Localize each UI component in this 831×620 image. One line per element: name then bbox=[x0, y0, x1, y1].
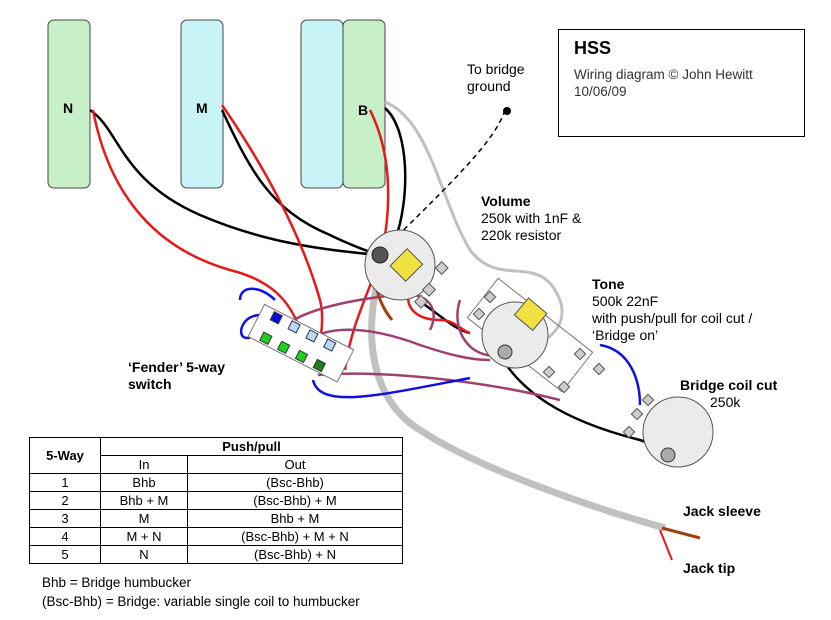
table-row: 5 N (Bsc-Bhb) + N bbox=[29, 545, 403, 564]
tone-label: Tone 500k 22nF with push/pull for coil c… bbox=[592, 276, 752, 344]
to-bridge-line-2: ground bbox=[467, 78, 511, 94]
header-in: In bbox=[100, 455, 188, 474]
table-row: 4 M + N (Bsc-Bhb) + M + N bbox=[29, 527, 403, 546]
ground-dashed-line bbox=[377, 109, 506, 256]
blue-wire-tone bbox=[599, 343, 642, 406]
tone-lug-2 bbox=[472, 307, 486, 321]
jack-sleeve-label: Jack sleeve bbox=[683, 503, 761, 519]
neck-black-wire bbox=[89, 108, 379, 257]
purple-wire-3 bbox=[317, 372, 561, 402]
volume-title: Volume bbox=[481, 193, 531, 209]
volume-label: Volume 250k with 1nF & 220k resistor bbox=[481, 193, 581, 244]
table-row: 2 Bhb + M (Bsc-Bhb) + M bbox=[29, 491, 403, 510]
footnote-1: Bhb = Bridge humbucker bbox=[42, 575, 191, 590]
tone-lug-5 bbox=[573, 347, 587, 361]
bridge-ground-point bbox=[503, 107, 511, 115]
bridge-pickup-label: B bbox=[358, 102, 369, 118]
jack-cable bbox=[368, 258, 666, 532]
tone-lug-4 bbox=[557, 380, 571, 394]
row-in: N bbox=[100, 545, 188, 564]
row-way: 1 bbox=[29, 473, 101, 492]
tone-title: Tone bbox=[592, 276, 625, 292]
blue-wire-switch-out bbox=[311, 376, 471, 399]
tone-to-coilcut-black bbox=[498, 354, 669, 457]
volume-lug-2 bbox=[421, 282, 437, 297]
row-in: M bbox=[100, 509, 188, 528]
middle-pickup bbox=[180, 19, 224, 189]
coilcut-pot bbox=[642, 396, 714, 468]
coilcut-lug-1 bbox=[641, 393, 655, 407]
jack-tip-wire bbox=[659, 529, 673, 561]
volume-lug-1 bbox=[434, 260, 449, 276]
coilcut-value: 250k bbox=[710, 394, 741, 410]
to-bridge-label: To bridge ground bbox=[467, 61, 525, 95]
row-way: 3 bbox=[29, 509, 101, 528]
neck-pickup bbox=[47, 19, 91, 189]
tone-lug-6 bbox=[592, 362, 606, 376]
coilcut-pot-shaft bbox=[660, 447, 676, 463]
row-in: M + N bbox=[100, 527, 188, 546]
volume-spec-1: 250k with 1nF & bbox=[481, 210, 582, 226]
middle-pickup-label: M bbox=[196, 100, 208, 116]
row-in: Bhb bbox=[100, 473, 188, 492]
row-way: 5 bbox=[29, 545, 101, 564]
coilcut-lug-3 bbox=[622, 425, 636, 439]
tone-capacitor bbox=[513, 297, 548, 332]
tone-pot-shaft bbox=[497, 344, 513, 360]
tone-spec-1: 500k 22nF bbox=[592, 293, 659, 309]
tone-spec-2: with push/pull for coil cut / bbox=[592, 310, 753, 326]
switch-label-2: switch bbox=[128, 376, 172, 392]
switch-positions-table: 5-Way Push/pull In Out 1 Bhb (Bsc-Bhb) 2… bbox=[29, 437, 403, 564]
five-way-switch bbox=[247, 303, 355, 383]
coilcut-lug-2 bbox=[630, 407, 644, 421]
volume-lug-3 bbox=[413, 294, 429, 309]
coilcut-title: Bridge coil cut bbox=[680, 377, 778, 393]
row-in: Bhb + M bbox=[100, 491, 188, 510]
table-row: 1 Bhb (Bsc-Bhb) bbox=[29, 473, 403, 492]
row-out: Bhb + M bbox=[187, 509, 403, 528]
neck-red-wire bbox=[91, 109, 302, 331]
blue-wire-loop bbox=[238, 287, 276, 301]
tone-spec-3: ‘Bridge on’ bbox=[592, 327, 659, 343]
title-box: HSS Wiring diagram © John Hewitt 10/06/0… bbox=[558, 29, 805, 137]
purple-wire-2 bbox=[299, 328, 491, 362]
bridge-pickup-coil-b bbox=[342, 19, 386, 189]
header-5way: 5-Way bbox=[29, 437, 101, 474]
volume-capacitor bbox=[389, 248, 424, 282]
row-way: 2 bbox=[29, 491, 101, 510]
jack-sleeve-wire bbox=[661, 526, 701, 540]
row-out: (Bsc-Bhb) + M + N bbox=[187, 527, 403, 546]
row-way: 4 bbox=[29, 527, 101, 546]
subtitle-line-2: 10/06/09 bbox=[574, 84, 627, 99]
footnote-2: (Bsc-Bhb) = Bridge: variable single coil… bbox=[42, 594, 360, 609]
row-out: (Bsc-Bhb) bbox=[187, 473, 403, 492]
to-bridge-line-1: To bridge bbox=[467, 61, 525, 77]
middle-black-wire bbox=[220, 109, 379, 257]
table-row: 3 M Bhb + M bbox=[29, 509, 403, 528]
diagram-title: HSS bbox=[574, 38, 612, 58]
neck-pickup-label: N bbox=[63, 100, 74, 116]
switch-label-1: ‘Fender’ 5-way bbox=[128, 359, 226, 375]
middle-red-wire bbox=[220, 104, 324, 351]
subtitle-line-1: Wiring diagram © John Hewitt bbox=[574, 67, 753, 82]
tone-lug-3 bbox=[542, 365, 556, 379]
header-out: Out bbox=[187, 455, 403, 474]
header-pushpull: Push/pull bbox=[100, 437, 403, 456]
volume-spec-2: 220k resistor bbox=[481, 227, 562, 243]
row-out: (Bsc-Bhb) + N bbox=[187, 545, 403, 564]
switch-label: ‘Fender’ 5-way switch bbox=[128, 359, 225, 393]
row-out: (Bsc-Bhb) + M bbox=[187, 491, 403, 510]
bridge-ground-wire bbox=[384, 100, 564, 347]
diagram-subtitle: Wiring diagram © John Hewitt 10/06/09 bbox=[574, 66, 753, 100]
tone-lug-1 bbox=[483, 290, 497, 304]
jack-tip-label: Jack tip bbox=[683, 560, 736, 576]
volume-pot-shaft bbox=[371, 246, 389, 264]
coilcut-label: Bridge coil cut 250k bbox=[680, 377, 777, 411]
bridge-pickup-coil-a bbox=[300, 19, 344, 189]
